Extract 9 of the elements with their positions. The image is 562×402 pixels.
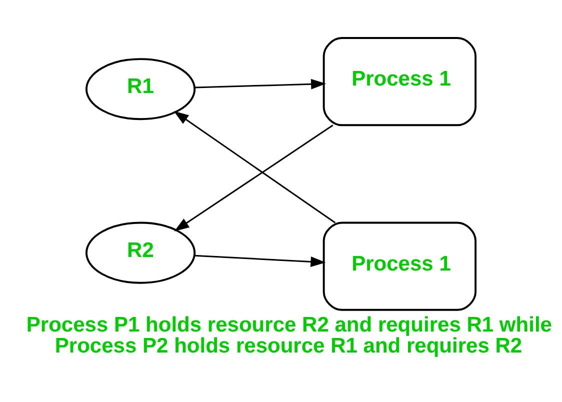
arrow — [174, 110, 336, 224]
arrow — [194, 254, 326, 267]
node-ellipse: R1 — [85, 58, 196, 120]
node-ellipse: R2 — [85, 222, 196, 284]
node-box: Process 1 — [322, 37, 477, 126]
arrow — [174, 124, 334, 232]
node-box: Process 1 — [322, 222, 477, 311]
arrow — [195, 78, 326, 90]
caption: Process P1 holds resource R2 and requires R1 while Process P2 holds resource R1 and requires R2 — [26, 313, 552, 358]
